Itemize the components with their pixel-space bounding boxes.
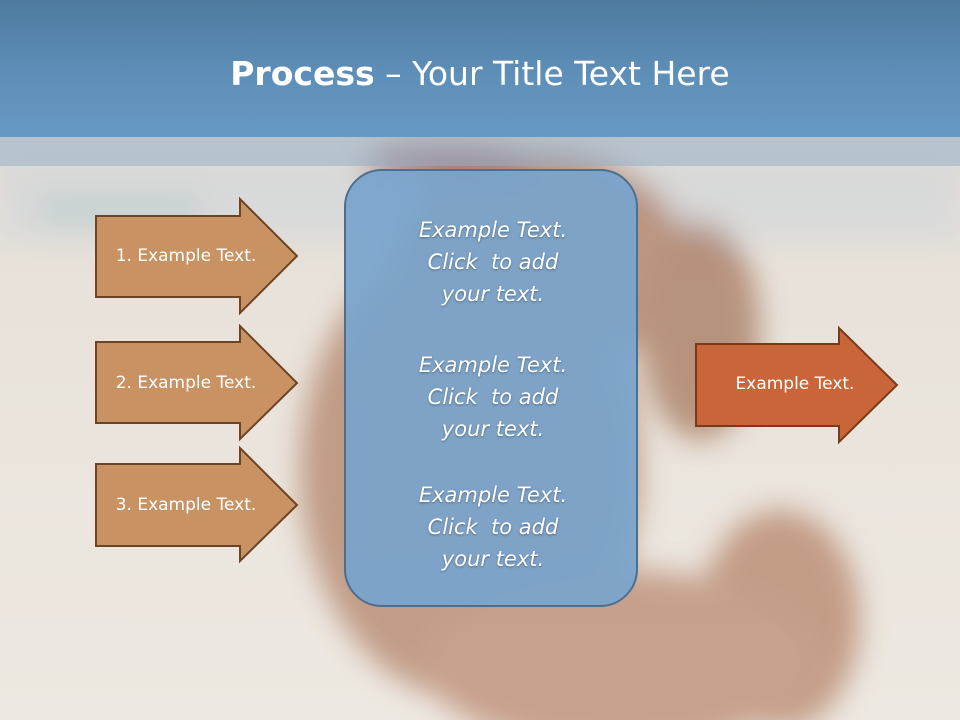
input-arrow-1-label: 1. Example Text. [115,246,257,266]
center-text-1-line1: Example Text. [418,218,568,242]
output-arrow[interactable] [695,325,899,445]
title-bar-band [0,137,960,166]
input-arrow-2-label: 2. Example Text. [115,373,257,393]
center-text-1-line3: your text. [441,282,545,306]
center-text-2-line1: Example Text. [418,353,568,377]
center-text-2-line2: Click to add [427,385,559,409]
slide-title-bold: Process [230,54,375,93]
input-arrow-3[interactable] [95,445,299,564]
slide-title[interactable]: Process – Your Title Text Here [0,52,960,96]
center-text-1-line2: Click to add [427,250,559,274]
center-text-block-1[interactable]: Example Text. Click to add your text. [346,214,640,310]
center-text-3-line1: Example Text. [418,483,568,507]
input-arrow-1[interactable] [95,196,299,316]
center-process-box[interactable]: Example Text. Click to add your text. Ex… [344,169,638,607]
title-bar [0,0,960,137]
center-text-block-3[interactable]: Example Text. Click to add your text. [346,479,640,575]
slide-title-rest: – Your Title Text Here [374,54,730,93]
input-arrow-2[interactable] [95,323,299,442]
center-text-3-line2: Click to add [427,515,559,539]
center-text-3-line3: your text. [441,547,545,571]
center-text-block-2[interactable]: Example Text. Click to add your text. [346,349,640,445]
input-arrow-3-label: 3. Example Text. [115,495,257,515]
center-text-2-line3: your text. [441,417,545,441]
output-arrow-label: Example Text. [735,374,855,394]
